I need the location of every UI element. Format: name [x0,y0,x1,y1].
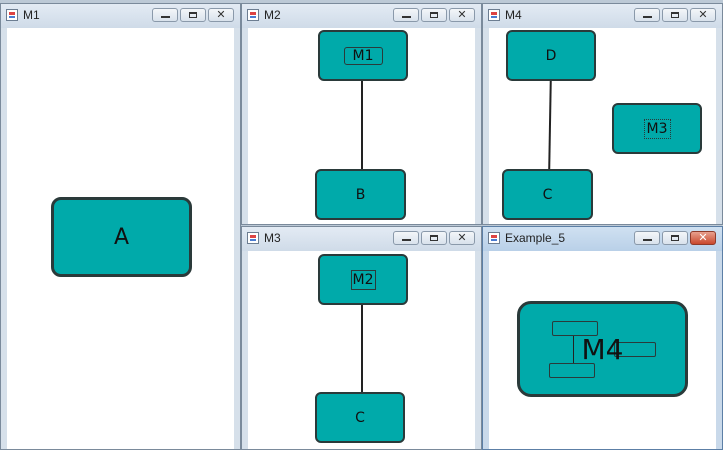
node-label: M4 [581,332,624,366]
node-a[interactable]: A [51,197,192,277]
graph-canvas[interactable]: D C M3 [489,28,716,224]
java-app-icon [488,232,500,244]
close-button[interactable]: ✕ [690,8,716,22]
titlebar[interactable]: M4 ✕ [483,4,722,28]
close-icon: ✕ [457,8,467,21]
titlebar[interactable]: M1 ✕ [1,4,240,28]
close-button[interactable]: ✕ [449,8,475,22]
minimize-icon [643,239,652,241]
titlebar[interactable]: Example_5 ✕ [483,227,722,251]
window-m4[interactable]: M4 ✕ D C M3 [482,3,723,225]
minimize-button[interactable] [393,8,419,22]
java-app-icon [6,9,18,21]
node-d[interactable]: D [506,30,596,81]
mini-node-c [549,363,595,378]
close-icon: ✕ [698,8,708,21]
maximize-icon [671,235,679,241]
java-app-icon [247,232,259,244]
window-title: Example_5 [505,231,566,245]
node-m1[interactable]: M1 [318,30,408,81]
maximize-icon [671,12,679,18]
maximize-icon [189,12,197,18]
node-m4[interactable]: M4 [517,301,688,397]
java-app-icon [488,9,500,21]
maximize-icon [430,235,438,241]
java-app-icon [247,9,259,21]
close-button[interactable]: ✕ [690,231,716,245]
window-title: M4 [505,8,522,22]
edge-d-c [548,78,552,170]
window-title: M2 [264,8,281,22]
minimize-button[interactable] [634,231,660,245]
node-label: M3 [643,118,671,139]
node-label: B [355,186,366,203]
minimize-icon [402,239,411,241]
node-m3[interactable]: M3 [612,103,702,154]
close-button[interactable]: ✕ [449,231,475,245]
close-icon: ✕ [698,231,708,244]
edge-m2-c [361,302,363,392]
edge-m1-b [361,79,363,169]
graph-canvas[interactable]: A [7,28,234,449]
maximize-button[interactable] [421,8,447,22]
graph-canvas[interactable]: M2 C [248,251,475,449]
window-m2[interactable]: M2 ✕ M1 B [241,3,482,225]
graph-canvas[interactable]: M4 [489,251,716,449]
close-button[interactable]: ✕ [208,8,234,22]
graph-canvas[interactable]: M1 B [248,28,475,224]
minimize-icon [402,16,411,18]
maximize-button[interactable] [662,231,688,245]
node-b[interactable]: B [315,169,406,220]
minimize-button[interactable] [152,8,178,22]
window-title: M3 [264,231,281,245]
node-label: C [355,409,365,426]
node-c[interactable]: C [315,392,405,443]
node-label: A [113,224,130,250]
maximize-button[interactable] [421,231,447,245]
maximize-button[interactable] [180,8,206,22]
window-m1[interactable]: M1 ✕ A [0,3,241,450]
node-label: M1 [343,46,383,65]
titlebar[interactable]: M2 ✕ [242,4,481,28]
mini-node-m3 [614,342,656,357]
titlebar[interactable]: M3 ✕ [242,227,481,251]
maximize-button[interactable] [662,8,688,22]
minimize-icon [643,16,652,18]
node-c[interactable]: C [502,169,593,220]
node-m2[interactable]: M2 [318,254,408,305]
minimize-button[interactable] [634,8,660,22]
window-example-5[interactable]: Example_5 ✕ M4 [482,226,723,450]
mini-edge-d-c [573,336,574,363]
mini-node-d [552,321,598,336]
node-label: M2 [350,269,376,290]
close-icon: ✕ [457,231,467,244]
minimize-button[interactable] [393,231,419,245]
node-label: D [545,47,557,64]
close-icon: ✕ [216,8,226,21]
minimize-icon [161,16,170,18]
maximize-icon [430,12,438,18]
window-m3[interactable]: M3 ✕ M2 C [241,226,482,450]
node-label: C [542,186,553,203]
window-title: M1 [23,8,40,22]
